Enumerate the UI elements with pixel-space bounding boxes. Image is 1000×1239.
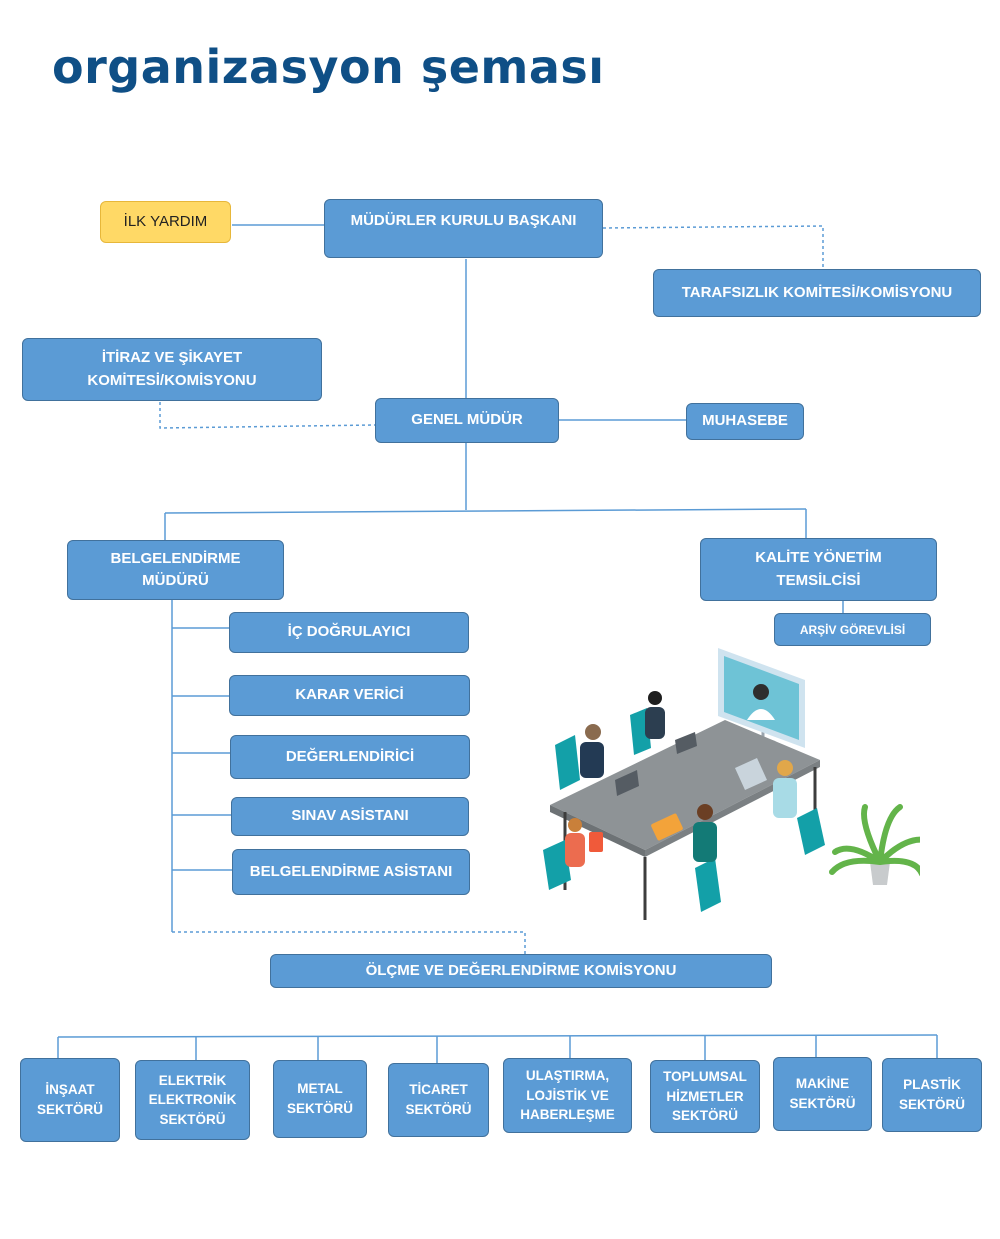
ilk-yardim-node: İLK YARDIM	[100, 201, 231, 243]
sector-node: ULAŞTIRMA, LOJİSTİK VE HABERLEŞME	[503, 1058, 632, 1133]
tarafsizlik-komitesi-node: TARAFSIZLIK KOMİTESİ/KOMİSYONU	[653, 269, 981, 317]
sector-node: TOPLUMSAL HİZMETLER SEKTÖRÜ	[650, 1060, 760, 1133]
genel-mudur-node: GENEL MÜDÜR	[375, 398, 559, 443]
arsiv-gorevlisi-node: ARŞİV GÖREVLİSİ	[774, 613, 931, 646]
sector-node: ELEKTRİK ELEKTRONİK SEKTÖRÜ	[135, 1060, 250, 1140]
itiraz-sikayet-komitesi-node: İTİRAZ VE ŞİKAYET KOMİTESİ/KOMİSYONU	[22, 338, 322, 401]
ic-dogrulayici-node: İÇ DOĞRULAYICI	[229, 612, 469, 653]
belgelendirme-muduru-node: BELGELENDİRME MÜDÜRÜ	[67, 540, 284, 600]
sector-node: METAL SEKTÖRÜ	[273, 1060, 367, 1138]
muhasebe-node: MUHASEBE	[686, 403, 804, 440]
mudurler-kurulu-baskani-node: MÜDÜRLER KURULU BAŞKANI	[324, 199, 603, 258]
karar-verici-node: KARAR VERİCİ	[229, 675, 470, 716]
degerlendirici-node: DEĞERLENDİRİCİ	[230, 735, 470, 779]
sector-node: İNŞAAT SEKTÖRÜ	[20, 1058, 120, 1142]
sector-node: PLASTİK SEKTÖRÜ	[882, 1058, 982, 1132]
sinav-asistani-node: SINAV ASİSTANI	[231, 797, 469, 836]
meeting-illustration	[543, 648, 920, 920]
page-title: organizasyon şeması	[52, 40, 605, 94]
belgelendirme-asistani-node: BELGELENDİRME ASİSTANI	[232, 849, 470, 895]
kalite-yonetim-temsilcisi-node: KALİTE YÖNETİM TEMSİLCİSİ	[700, 538, 937, 601]
olcme-degerlendirme-komisyonu-node: ÖLÇME VE DEĞERLENDİRME KOMİSYONU	[270, 954, 772, 988]
sector-node: MAKİNE SEKTÖRÜ	[773, 1057, 872, 1131]
sector-node: TİCARET SEKTÖRÜ	[388, 1063, 489, 1137]
